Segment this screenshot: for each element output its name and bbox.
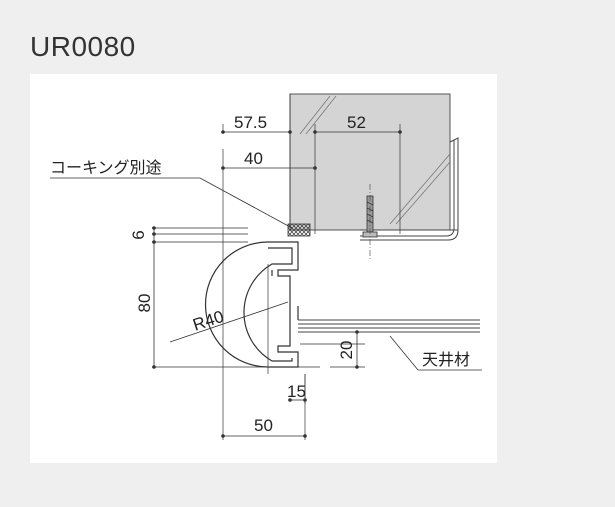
dim-20: 20 <box>337 341 356 360</box>
label-caulking: コーキング別途 <box>50 158 162 177</box>
dim-6: 6 <box>129 230 148 239</box>
label-ceiling: 天井材 <box>422 350 470 369</box>
screw <box>362 184 378 260</box>
section-drawing: 57.5 52 40 6 80 R40 20 15 50 コーキング別途 天井材 <box>50 93 482 440</box>
dim-50: 50 <box>254 416 273 435</box>
extension-lines <box>152 94 401 440</box>
dimension-lines <box>152 130 402 438</box>
leader-lines <box>50 177 482 371</box>
dim-15: 15 <box>287 382 306 401</box>
drawing-panel: 57.5 52 40 6 80 R40 20 15 50 コーキング別途 天井材 <box>30 74 497 463</box>
ceiling-board <box>298 319 480 333</box>
dim-40: 40 <box>244 149 263 168</box>
dim-r40: R40 <box>191 307 227 335</box>
angle-frame <box>360 137 459 241</box>
page-title: UR0080 <box>30 31 136 62</box>
dim-80: 80 <box>135 294 154 313</box>
dim-52: 52 <box>347 113 366 132</box>
rounded-moulding <box>204 241 299 368</box>
dim-57-5: 57.5 <box>234 113 267 132</box>
caulking-bead <box>287 223 311 237</box>
